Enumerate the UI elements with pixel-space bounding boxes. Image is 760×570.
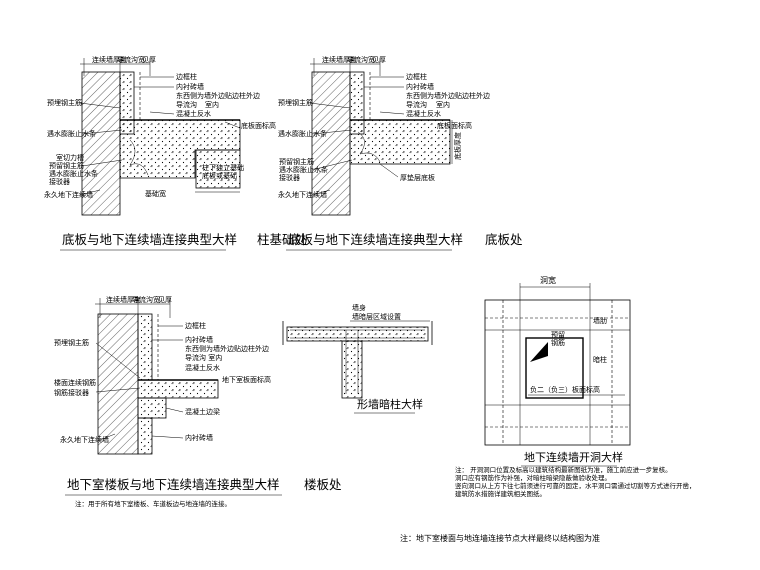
detail1-top-label-a: 连续墙厚度 bbox=[92, 55, 127, 64]
detail3-label-right-4: 混凝土反水 bbox=[185, 363, 220, 372]
detail2-top-label-a: 连续墙厚度 bbox=[322, 55, 357, 64]
detail1-label-left-low-2: 遇水膨胀止水条 bbox=[49, 169, 98, 178]
detail1-title: 底板与地下连续墙连接典型大样 bbox=[62, 232, 237, 247]
detail1-suffix: 柱基础处 bbox=[257, 232, 308, 247]
detail2-label-left-low-1: 遇水膨胀止水条 bbox=[279, 165, 328, 174]
detail2-label-floor: 底板面标高 bbox=[437, 121, 472, 130]
detail5-note-0: 注： 开洞洞口位置及标高以建筑结构最新图纸为准，施工前应进一步复核。 bbox=[455, 465, 672, 474]
detail1-diaphragm-wall bbox=[81, 71, 121, 216]
detail1-label-left-low-3: 接驳器 bbox=[49, 177, 70, 186]
detail1-label-left-0: 预埋钢主筋 bbox=[47, 98, 82, 107]
detail2-label-right-5: 混凝土反水 bbox=[406, 109, 441, 118]
detail-2-slab-wall-slab: 连续墙厚度 导流沟宽 见厚 边框柱 内衬砖墙 东西侧为墙外边贴边柱外边 导流沟 … bbox=[278, 55, 523, 251]
detail5-inner-label-a: 预留 bbox=[551, 330, 565, 339]
detail1-label-left-low-1: 预留钢主筋 bbox=[49, 161, 84, 170]
detail1-top-label-b: 导流沟宽 bbox=[117, 55, 145, 64]
detail2-label-left-low-2: 接驳器 bbox=[279, 173, 300, 182]
detail2-label-base: 永久地下连续墙 bbox=[278, 190, 327, 199]
detail1-label-right-3: 导流沟 bbox=[176, 100, 197, 109]
detail3-label-right-5: 地下室板面标高 bbox=[222, 375, 271, 384]
detail-5-wall-opening: 洞宽 预留 钢筋 墙肋 暗柱 负二（负三）板面标高 地下连续墙开洞大样 注： 开… bbox=[455, 275, 696, 498]
detail2-label-left-0: 预埋钢主筋 bbox=[278, 98, 313, 107]
detail-4-t-wall-hidden-column: 墙身 墙暗层区域设置 形墙暗柱大样 bbox=[282, 303, 433, 414]
detail5-opening-marker bbox=[530, 342, 548, 362]
detail1-label-right-2: 东西侧为墙外边贴边柱外边 bbox=[176, 91, 260, 100]
detail3-label-right-6: 混凝土边梁 bbox=[185, 407, 220, 416]
detail3-lining-wall-lower bbox=[137, 417, 153, 455]
detail1-label-right-4: 室内 bbox=[205, 100, 219, 109]
detail5-right-label-a: 墙肋 bbox=[593, 316, 607, 325]
detail-3-floor-slab-wall: 连续墙厚度 导流沟宽 见厚 边框柱 内衬砖墙 东西侧为墙外边贴边柱外边 导流沟 … bbox=[54, 295, 342, 508]
detail4-wall-flange bbox=[286, 326, 429, 342]
detail1-label-left-low-0: 室切力槽 bbox=[56, 153, 84, 162]
detail3-edge-beam bbox=[137, 397, 167, 419]
detail2-label-right-1: 内衬砖墙 bbox=[406, 82, 434, 91]
detail3-label-right-3: 导流沟 室内 bbox=[185, 353, 222, 362]
detail3-diaphragm-wall bbox=[97, 313, 139, 455]
detail1-label-bottom-1: 底板或基础 bbox=[202, 171, 237, 180]
detail3-label-base: 永久地下连续墙 bbox=[60, 435, 109, 444]
detail3-label-right-0: 边框柱 bbox=[185, 321, 206, 330]
detail5-note-2: 竖向洞口从上方下往七前须进行可靠的固定，水平洞口需通过切割等方式进行开凿， bbox=[455, 481, 696, 490]
detail1-label-right-1: 内衬砖墙 bbox=[176, 82, 204, 91]
detail5-inner-label-b: 钢筋 bbox=[551, 338, 565, 347]
detail5-title: 地下连续墙开洞大样 bbox=[524, 450, 623, 464]
detail4-title: 形墙暗柱大样 bbox=[357, 397, 423, 411]
detail5-opening bbox=[525, 337, 584, 399]
detail3-title: 地下室楼板与地下连续墙连接典型大样 bbox=[67, 477, 280, 492]
detail2-label-slab: 厚垫层底板 bbox=[400, 173, 435, 182]
detail3-label-right-1: 内衬砖墙 bbox=[185, 335, 213, 344]
detail3-floor-slab bbox=[137, 379, 219, 399]
detail2-label-right-2: 东西侧为墙外边贴边柱外边 bbox=[406, 91, 490, 100]
detail-1-slab-wall-column-base: 连续墙厚度 导流沟宽 见厚 边框柱 内衬砖墙 东西侧为墙外边贴边柱外边 导流沟 … bbox=[44, 55, 308, 251]
detail2-suffix: 底板处 bbox=[485, 232, 523, 247]
detail5-top-label: 洞宽 bbox=[540, 275, 556, 285]
detail1-label-base: 永久地下连续墙 bbox=[44, 190, 93, 199]
detail3-top-label-b: 导流沟宽 bbox=[132, 295, 160, 304]
detail2-top-label-c: 见厚 bbox=[372, 56, 386, 64]
detail3-label-right-2: 东西侧为墙外边贴边柱外边 bbox=[185, 344, 269, 353]
detail3-label-left-0: 预埋钢主筋 bbox=[54, 338, 89, 347]
footer-note: 注：地下室楼面与地连墙连接节点大样最终以结构图为准 bbox=[400, 533, 600, 543]
detail2-title: 底板与地下连续墙连接典型大样 bbox=[288, 232, 463, 247]
detail5-right-label-b: 暗柱 bbox=[593, 355, 607, 364]
detail2-label-right-3: 导流沟 bbox=[406, 100, 427, 109]
detail3-top-label-a: 连续墙厚度 bbox=[106, 295, 141, 304]
detail3-suffix: 楼板处 bbox=[304, 477, 342, 492]
detail3-lining-wall-upper bbox=[137, 313, 153, 381]
detail4-wall-web bbox=[341, 340, 363, 399]
detail5-wall-outline bbox=[484, 299, 631, 446]
detail3-label-left-1: 楼面连续钢筋 bbox=[54, 378, 96, 387]
detail4-label-a: 墙身 bbox=[352, 303, 366, 312]
detail2-label-left-low-0: 预留钢主筋 bbox=[279, 157, 314, 166]
detail3-label-left-2: 钢筋接驳器 bbox=[54, 388, 89, 397]
detail1-column-footing bbox=[195, 149, 241, 189]
detail2-base-slab bbox=[349, 119, 451, 165]
detail1-label-right-0: 边框柱 bbox=[176, 72, 197, 81]
detail5-note-3: 建筑防水措施详建筑相关图纸。 bbox=[455, 489, 546, 498]
detail2-label-right-0: 边框柱 bbox=[406, 72, 427, 81]
detail1-label-floor: 底板面标高 bbox=[241, 121, 276, 130]
detail1-label-right-5: 混凝土反水 bbox=[176, 109, 211, 118]
detail2-label-right-4: 室内 bbox=[436, 100, 450, 109]
detail5-note-1: 洞口应有钢筋作为补强，对暗柱暗梁隐蔽做验收处理。 bbox=[455, 473, 611, 482]
detail1-label-bottom-0: 柱下独立基础 bbox=[202, 163, 244, 172]
detail3-label-right-7: 内衬砖墙 bbox=[185, 433, 213, 442]
detail1-label-bottom-2: 基础宽 bbox=[145, 189, 166, 198]
detail2-vertical-label: 底板厚度 bbox=[453, 132, 462, 160]
detail3-top-label-c: 见厚 bbox=[158, 296, 172, 304]
detail1-top-label-c: 见厚 bbox=[142, 56, 156, 64]
detail5-center-label: 负二（负三）板面标高 bbox=[530, 385, 600, 394]
detail2-top-label-b: 导流沟宽 bbox=[347, 55, 375, 64]
detail1-label-left-1: 遇水膨胀止水条 bbox=[47, 129, 96, 138]
detail3-note: 注：用于所有地下室楼板、车道板边与地连墙的连接。 bbox=[75, 499, 231, 508]
detail2-label-left-1: 遇水膨胀止水条 bbox=[278, 129, 327, 138]
detail4-label-b: 墙暗层区域设置 bbox=[352, 312, 401, 321]
